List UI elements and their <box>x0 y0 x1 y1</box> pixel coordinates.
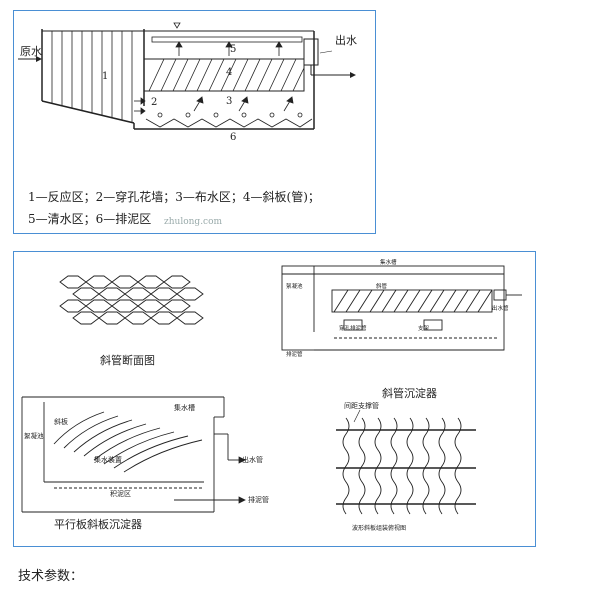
clarifier-label-perf: 穿孔排泥管 <box>339 324 367 332</box>
wave-label-spacer: 间距支撑管 <box>344 401 379 410</box>
outlet-label: 出水 <box>335 33 357 47</box>
plate-label-floc: 絮凝池 <box>24 431 44 440</box>
label-distribution-zone: 3 <box>226 96 232 107</box>
plate-label-sludgezone: 积泥区 <box>110 489 131 498</box>
plate-label-sludge: 排泥管 <box>248 495 269 504</box>
plate-clarifier-title: 平行板斜板沉淀器 <box>54 517 142 531</box>
plate-label-trough: 集水槽 <box>174 403 195 412</box>
clarifier-label-tube: 斜管 <box>376 282 388 290</box>
label-reaction-zone: 1 <box>102 71 108 82</box>
wave-title: 波形斜板组装俯视图 <box>352 524 406 532</box>
clarifier-label-collector: 集水槽 <box>380 258 397 266</box>
plate-label-out: 出水管 <box>242 455 263 464</box>
label-perforated-wall: 2 <box>151 97 157 108</box>
hex-section-title: 斜管断面图 <box>100 353 155 367</box>
label-sludge-zone: 6 <box>230 132 236 143</box>
clarifier-label-outpipe: 出水管 <box>492 304 509 312</box>
clarifier-label-support: 支架 <box>418 324 430 332</box>
inclined-plates <box>148 58 305 92</box>
legend-line-2: 5—清水区；6—排泥区 <box>28 212 151 226</box>
label-inclined-plate: 4 <box>226 67 232 78</box>
hexagon-cross-section <box>59 275 204 325</box>
figure-tube-settlers: 斜管断面图 集水槽 絮凝池 斜管 穿孔排泥管 支架 出水管 排泥管 <box>13 251 536 547</box>
tube-settler-diagrams: 斜管断面图 集水槽 絮凝池 斜管 穿孔排泥管 支架 出水管 排泥管 <box>21 258 522 532</box>
figure-clarifier-section: 原水 出水 1 2 3 4 5 6 zhulong.com 1—反应区；2—穿孔… <box>13 10 376 234</box>
clarifier-title: 斜管沉淀器 <box>382 386 437 400</box>
inlet-label: 原水 <box>20 45 42 58</box>
plate-label-collector-pipe: 集水装置 <box>94 455 122 464</box>
parallel-plate-clarifier <box>21 396 239 513</box>
clarifier-section-diagram: 原水 出水 1 2 3 4 5 6 zhulong.com 1—反应区；2—穿孔… <box>18 22 357 227</box>
reaction-zone-hatch <box>51 31 133 123</box>
clarifier-label-floc: 絮凝池 <box>286 282 303 290</box>
tube-settler-section <box>281 265 522 351</box>
tech-params-caption: 技术参数： <box>18 569 84 584</box>
legend-line-1: 1—反应区；2—穿孔花墙；3—布水区；4—斜板(管)； <box>28 189 320 204</box>
wave-plate-top-view <box>336 409 476 515</box>
label-clear-zone: 5 <box>230 44 236 55</box>
clarifier-label-sludgepipe: 排泥管 <box>286 350 303 358</box>
plate-label-plate: 斜板 <box>54 417 68 426</box>
watermark: zhulong.com <box>164 217 223 227</box>
